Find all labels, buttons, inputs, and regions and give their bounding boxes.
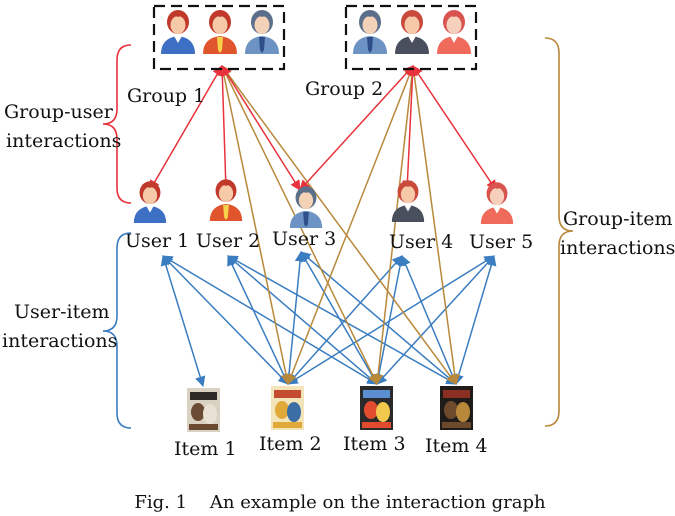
group-user-bracket <box>102 44 132 204</box>
group-item-edge-group2-item4 <box>409 64 460 386</box>
user-item-bracket-label: User-item interactions <box>2 301 117 352</box>
user-5-avatar-icon <box>480 182 514 224</box>
group-2-member-1-avatar-icon <box>353 10 387 54</box>
item-2-poster <box>271 386 304 430</box>
item-3-label: Item 3 <box>343 433 406 455</box>
user-item-edge-user2-item2 <box>227 255 289 385</box>
user-item-edge-user2-item4 <box>227 255 457 385</box>
user-2-avatar-icon <box>209 179 243 221</box>
group-1-label: Group 1 <box>127 85 205 107</box>
user-2-label: User 2 <box>196 230 260 252</box>
user-3-avatar-icon <box>289 186 323 228</box>
group-1-box <box>152 4 286 71</box>
group-user-edge-group1-user3 <box>221 65 301 191</box>
user-1-avatar-icon <box>133 181 167 223</box>
item-4-label: Item 4 <box>425 435 488 457</box>
group-1-member-2-avatar-icon <box>203 10 237 54</box>
figure-caption: Fig. 1 An example on the interaction gra… <box>134 492 546 513</box>
item-1-poster <box>187 388 220 432</box>
item-4-poster <box>440 386 473 430</box>
user-3-label: User 3 <box>272 228 336 250</box>
edge-layer <box>149 64 497 388</box>
group-2-label: Group 2 <box>305 78 383 100</box>
user-4-label: User 4 <box>389 231 453 253</box>
user-item-edge-user5-item2 <box>287 255 495 385</box>
group-1-member-1-avatar-icon <box>161 10 195 54</box>
group-item-bracket-label: Group-item interactions <box>560 208 675 259</box>
group-item-edge-group1-item2 <box>218 64 292 386</box>
user-4-avatar-icon <box>391 180 425 222</box>
group-item-bracket <box>544 37 574 427</box>
user-5-label: User 5 <box>469 231 533 253</box>
group-user-edge-group2-user5 <box>412 65 497 191</box>
group-1-member-3-avatar-icon <box>245 10 279 54</box>
group-item-edge-group1-item4 <box>221 65 457 385</box>
item-3-poster <box>360 386 393 430</box>
user-item-edge-user3-item3 <box>300 251 378 385</box>
user-item-bracket <box>102 232 132 429</box>
user-item-edge-user2-item3 <box>227 255 378 385</box>
group-2-member-2-avatar-icon <box>395 10 429 54</box>
user-item-edge-user5-item4 <box>453 254 497 386</box>
group-2-member-3-avatar-icon <box>437 10 471 54</box>
item-layer <box>187 386 473 432</box>
group-user-bracket-label: Group-user interactions <box>4 101 121 152</box>
item-1-label: Item 1 <box>174 438 237 460</box>
user-1-label: User 1 <box>125 230 189 252</box>
group-user-edge-group2-user4 <box>402 64 418 192</box>
item-2-label: Item 2 <box>259 433 322 455</box>
group-user-edge-group2-user3 <box>299 65 414 191</box>
user-item-edge-user5-item3 <box>376 255 495 385</box>
group-user-edge-group1-user1 <box>149 65 223 191</box>
avatar-layer <box>133 10 514 228</box>
group-2-box <box>344 4 478 71</box>
